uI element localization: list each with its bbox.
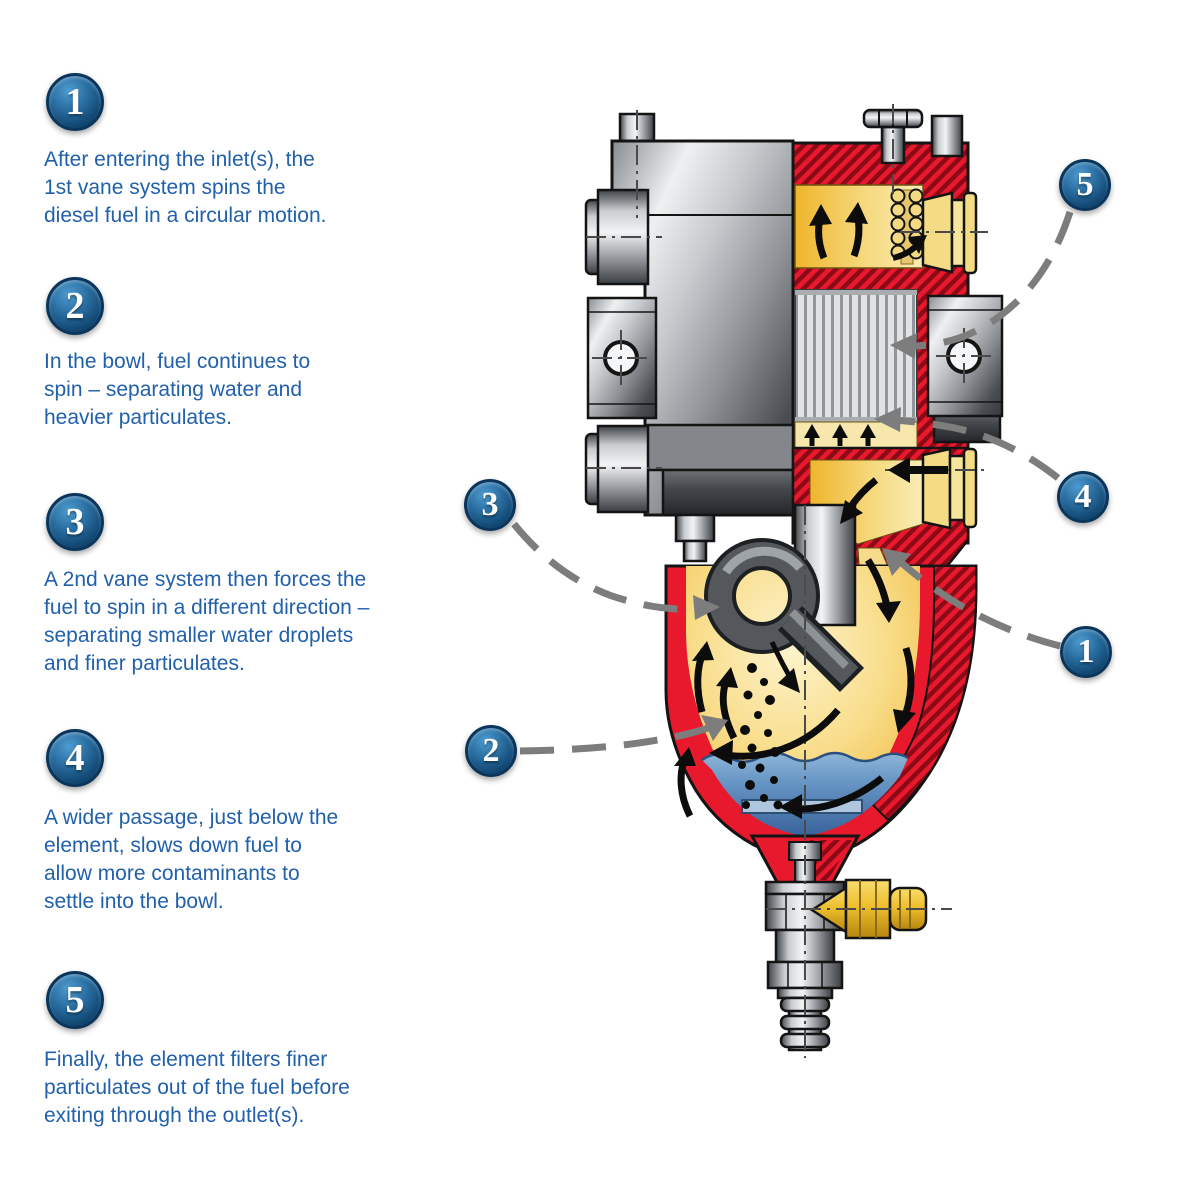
step-4-text: A wider passage, just below the element,… <box>44 806 339 913</box>
step-2-badge: 2 <box>46 277 104 335</box>
callout-connectors <box>511 210 1074 755</box>
filter-element <box>794 289 918 423</box>
step-5-badge: 5 <box>46 971 104 1029</box>
connector-4 <box>887 416 1061 481</box>
centerlines <box>586 104 994 1058</box>
callout-3-badge: 3 <box>464 479 516 531</box>
callout-1-badge: 1 <box>1060 626 1112 678</box>
callout-4-badge: 4 <box>1057 471 1109 523</box>
callout-2-badge: 2 <box>465 725 517 777</box>
connector-5 <box>901 210 1074 350</box>
turbine-vane <box>704 538 865 693</box>
mounting-bolt-right <box>930 114 964 158</box>
step-3-text: A 2nd vane system then forces the fuel t… <box>44 568 370 675</box>
callout-connector-arrowheads <box>693 333 917 741</box>
connector-2 <box>519 722 716 755</box>
inlet-port <box>921 447 978 530</box>
connector-1 <box>891 553 1061 650</box>
sediment-droplets <box>738 663 783 810</box>
step-4-badge: 4 <box>46 729 104 787</box>
callout-5-badge: 5 <box>1059 159 1111 211</box>
step-2-text: In the bowl, fuel continues to spin – se… <box>44 350 311 429</box>
fuel-flow-arrowheads <box>674 202 927 819</box>
step-3-badge: 3 <box>46 493 104 551</box>
step-5-text: Finally, the element filters finer parti… <box>44 1048 350 1127</box>
check-ball-fitting <box>674 513 716 563</box>
connector-3 <box>511 521 707 613</box>
step-1-badge: 1 <box>46 73 104 131</box>
step-1-text: After entering the inlet(s), the 1st van… <box>44 148 327 227</box>
bowl-wall-cutaway <box>866 565 977 822</box>
